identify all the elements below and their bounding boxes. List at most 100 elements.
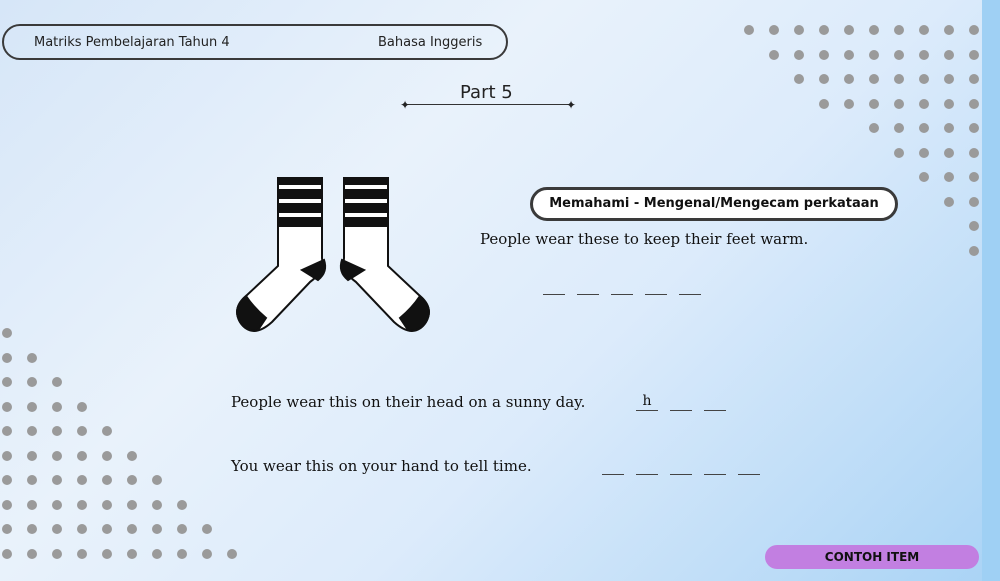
decorative-dot: [894, 98, 904, 109]
answer-blank[interactable]: [704, 394, 726, 411]
decorative-dot: [894, 49, 904, 60]
decorative-dot: [969, 147, 979, 158]
decorative-dot: [869, 25, 879, 35]
decorative-dot: [102, 475, 112, 485]
decorative-dot: [152, 475, 162, 485]
decorative-dot: [27, 475, 37, 485]
decorative-dot: [52, 499, 62, 510]
decorative-dot: [844, 74, 854, 84]
decorative-dot: [969, 221, 979, 231]
decorative-dot: [127, 524, 137, 534]
decorative-dot: [894, 147, 904, 158]
sparkle-icon: ✦: [566, 98, 577, 112]
right-edge-strip: [982, 0, 1000, 581]
question-2-text: People wear this on their head on a sunn…: [231, 393, 586, 411]
decorative-dot: [202, 548, 212, 559]
decorative-dot: [2, 475, 12, 485]
header-subject: Bahasa Inggeris: [378, 35, 483, 50]
decorative-dot: [919, 172, 929, 182]
decorative-dot: [27, 401, 37, 412]
decorative-dot: [27, 548, 37, 559]
part-title: Part 5: [460, 82, 513, 103]
decorative-dot: [969, 49, 979, 60]
answer-blank[interactable]: [670, 394, 692, 411]
decorative-dot: [819, 25, 829, 35]
answer-blank[interactable]: [611, 278, 633, 295]
decorative-dot: [77, 475, 87, 485]
decorative-dot: [102, 450, 112, 461]
decorative-dot: [2, 426, 12, 436]
decorative-dot: [969, 25, 979, 35]
decorative-dot: [177, 499, 187, 510]
decorative-dot: [969, 172, 979, 182]
decorative-dot: [769, 49, 779, 60]
skill-badge: Memahami - Mengenal/Mengecam perkataan: [530, 187, 898, 221]
decorative-dot: [127, 450, 137, 461]
decorative-dot: [52, 548, 62, 559]
sparkle-icon: ✦: [400, 98, 411, 112]
decorative-dot: [102, 499, 112, 510]
socks-illustration: [236, 177, 430, 332]
answer-blank[interactable]: [670, 458, 692, 475]
decorative-dot: [919, 147, 929, 158]
answer-blank[interactable]: h: [636, 394, 658, 411]
decorative-dot: [102, 426, 112, 436]
decorative-dot: [944, 196, 954, 207]
answer-blank[interactable]: [679, 278, 701, 295]
answer-blank[interactable]: [704, 458, 726, 475]
decorative-dot: [844, 49, 854, 60]
decorative-dot: [969, 196, 979, 207]
decorative-dot: [52, 475, 62, 485]
decorative-dot: [152, 524, 162, 534]
left-sock: [236, 177, 327, 332]
decorative-dot: [27, 499, 37, 510]
decorative-dot: [869, 123, 879, 133]
decorative-dot: [944, 98, 954, 109]
sample-item-tag: CONTOH ITEM: [765, 545, 979, 569]
decorative-dot: [152, 499, 162, 510]
right-sock: [339, 177, 430, 332]
decorative-dot: [944, 147, 954, 158]
decorative-dot: [794, 25, 804, 35]
decorative-dot: [177, 524, 187, 534]
answer-blank[interactable]: [738, 458, 760, 475]
decorative-dot: [27, 524, 37, 534]
decorative-dot: [52, 524, 62, 534]
decorative-dot: [52, 426, 62, 436]
decorative-dot: [2, 524, 12, 534]
decorative-dot: [969, 245, 979, 256]
decorative-dot: [894, 74, 904, 84]
decorative-dot: [944, 172, 954, 182]
question-1-answer-blanks[interactable]: [543, 278, 701, 295]
question-1-text: People wear these to keep their feet war…: [480, 230, 809, 248]
decorative-dot: [52, 377, 62, 387]
decorative-dot: [969, 123, 979, 133]
answer-blank[interactable]: [636, 458, 658, 475]
decorative-dot: [969, 74, 979, 84]
decorative-dot: [769, 25, 779, 35]
decorative-dot: [77, 401, 87, 412]
decorative-dot: [2, 352, 12, 363]
decorative-dot: [919, 49, 929, 60]
question-3-text: You wear this on your hand to tell time.: [231, 457, 532, 475]
answer-blank[interactable]: [577, 278, 599, 295]
decorative-dot: [944, 123, 954, 133]
question-2-answer-blanks[interactable]: h: [636, 394, 726, 411]
decorative-dot: [819, 98, 829, 109]
decorative-dot: [869, 49, 879, 60]
decorative-dot: [919, 74, 929, 84]
decorative-dot: [2, 377, 12, 387]
decorative-dot: [27, 377, 37, 387]
decorative-dot: [869, 74, 879, 84]
answer-blank[interactable]: [543, 278, 565, 295]
header-pill: Matriks Pembelajaran Tahun 4 Bahasa Ingg…: [2, 24, 508, 60]
question-3-answer-blanks[interactable]: [602, 458, 760, 475]
decorative-dot: [944, 49, 954, 60]
decorative-dot: [794, 49, 804, 60]
header-course-title: Matriks Pembelajaran Tahun 4: [34, 35, 230, 50]
decorative-dot: [202, 524, 212, 534]
decorative-dot: [944, 25, 954, 35]
answer-blank[interactable]: [602, 458, 624, 475]
answer-blank[interactable]: [645, 278, 667, 295]
